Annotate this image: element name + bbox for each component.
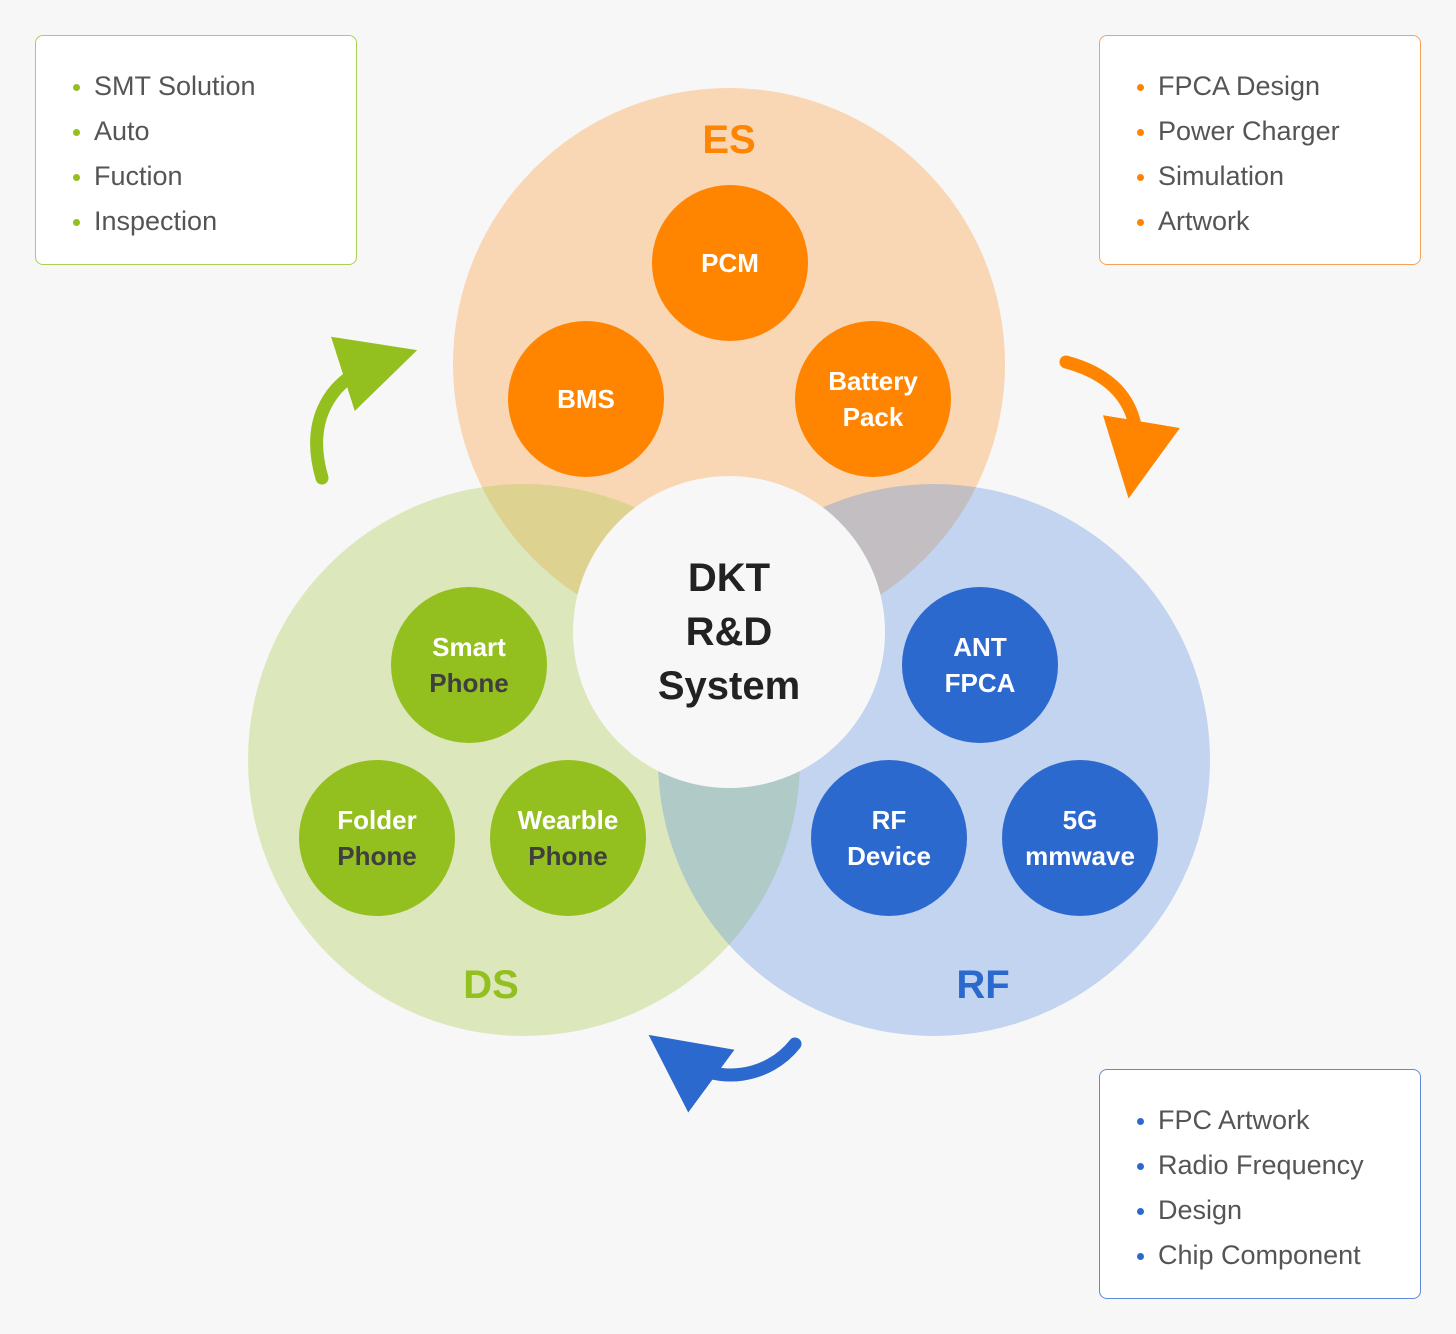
center-title: DKT R&D System xyxy=(573,476,885,788)
list-item: FPCA Design xyxy=(1134,64,1400,109)
ds-info-box: SMT Solution Auto Fuction Inspection xyxy=(35,35,357,265)
list-item: Simulation xyxy=(1134,154,1400,199)
ds-region-title: DS xyxy=(463,963,519,1007)
orange-cycle-arrow-icon xyxy=(1059,355,1180,499)
list-item: Artwork xyxy=(1134,199,1400,244)
rf-info-box: FPC Artwork Radio Frequency Design Chip … xyxy=(1099,1069,1421,1299)
es-info-box: FPCA Design Power Charger Simulation Art… xyxy=(1099,35,1421,265)
center-title-line3: System xyxy=(657,664,801,708)
es-region-title: ES xyxy=(702,118,756,162)
list-item: Radio Frequency xyxy=(1134,1143,1400,1188)
list-item: Power Charger xyxy=(1134,109,1400,154)
es-info-list: FPCA Design Power Charger Simulation Art… xyxy=(1134,64,1400,244)
ds-info-list: SMT Solution Auto Fuction Inspection xyxy=(70,64,336,244)
bms-node: BMS xyxy=(508,321,664,477)
green-cycle-arrow-icon xyxy=(310,336,418,485)
list-item: Auto xyxy=(70,109,336,154)
rf-region-title: RF xyxy=(956,963,1010,1007)
list-item: FPC Artwork xyxy=(1134,1098,1400,1143)
list-item: Chip Component xyxy=(1134,1233,1400,1278)
pcm-node: PCM xyxy=(652,185,808,341)
list-item: Design xyxy=(1134,1188,1400,1233)
list-item: SMT Solution xyxy=(70,64,336,109)
es-region-circle xyxy=(453,88,1005,640)
list-item: Fuction xyxy=(70,154,336,199)
list-item: Inspection xyxy=(70,199,336,244)
rf-info-list: FPC Artwork Radio Frequency Design Chip … xyxy=(1134,1098,1400,1278)
blue-cycle-arrow-icon xyxy=(648,1034,802,1113)
center-title-line1: DKT xyxy=(687,556,771,600)
center-title-line2: R&D xyxy=(685,610,773,654)
